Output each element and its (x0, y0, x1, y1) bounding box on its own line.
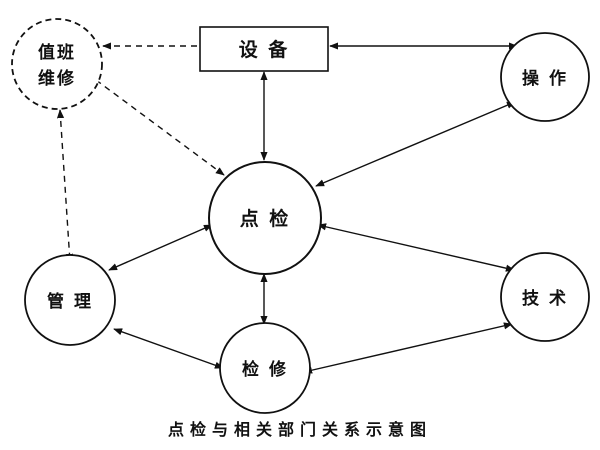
connectors (56, 42, 518, 374)
operation-label: 操 作 (522, 68, 568, 89)
technology-circle (500, 252, 590, 342)
spot-check-circle (208, 161, 322, 275)
node-duty-repair: 值班 维修 (11, 18, 103, 110)
node-spot-check: 点 检 (208, 161, 322, 275)
edge-spot-check-management (108, 224, 213, 271)
duty-repair-circle (11, 18, 103, 110)
repair-circle (219, 322, 311, 414)
node-equipment: 设 备 (199, 26, 329, 72)
management-label: 管 理 (47, 291, 93, 312)
edge-spot-check-technology (317, 223, 515, 272)
node-management: 管 理 (24, 254, 116, 346)
duty-repair-label-line1: 值班 (38, 42, 76, 63)
edge-duty-spot-check (95, 79, 225, 176)
duty-repair-label-line2: 维修 (38, 68, 76, 89)
edge-management-repair (113, 328, 224, 369)
spot-check-label: 点 检 (240, 207, 291, 230)
management-circle (24, 254, 116, 346)
operation-circle (500, 32, 590, 122)
edge-operation-spot-check (315, 101, 516, 187)
technology-label: 技 术 (522, 288, 568, 309)
node-operation: 操 作 (500, 32, 590, 122)
diagram-caption: 点检与相关部门关系示意图 (167, 420, 432, 439)
equipment-box (199, 26, 329, 72)
edge-duty-management (56, 109, 74, 263)
edge-repair-technology (303, 322, 513, 374)
equipment-label: 设 备 (239, 38, 290, 61)
node-repair: 检 修 (219, 322, 311, 414)
repair-label: 检 修 (242, 359, 288, 380)
node-technology: 技 术 (500, 252, 590, 342)
